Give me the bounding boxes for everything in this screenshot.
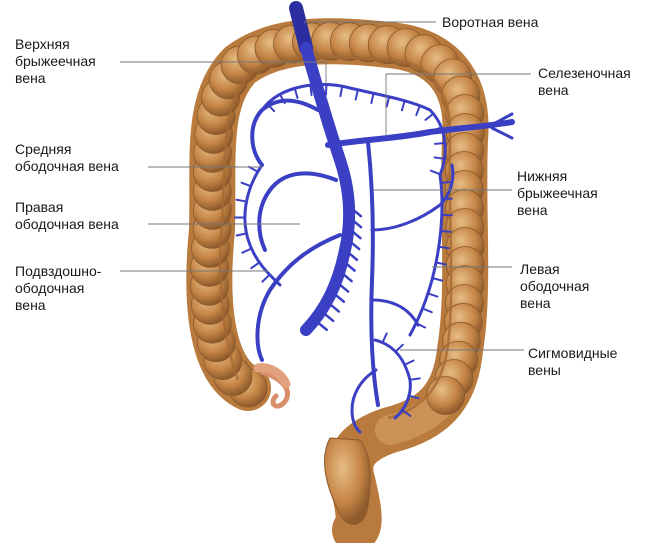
marginal-twig [248, 165, 259, 173]
inferior-mesenteric-vein [366, 140, 380, 407]
label-left-colic-vein: Левая ободочная вена [520, 261, 590, 311]
ileal-branch [347, 215, 363, 229]
marginal-twig [426, 292, 439, 298]
marginal-twigs [233, 83, 453, 417]
label-inferior-mesenteric-vein: Нижняя брыжеечная вена [517, 168, 598, 218]
label-sigmoid-veins: Сигмовидные вены [528, 345, 618, 378]
marginal-twig [266, 102, 276, 113]
leader-splenic [385, 73, 531, 136]
ileal-branch [334, 280, 350, 293]
label-superior-mesenteric-vein: Верхняя брыжеечная вена [15, 36, 96, 86]
colon-taenia [219, 55, 453, 420]
marginal-twig [278, 93, 286, 105]
ileal-branches [313, 204, 363, 332]
marginal-twig [370, 92, 375, 105]
marginal-twig [394, 343, 404, 353]
marginal-twig [235, 198, 248, 203]
marginal-twig [309, 84, 313, 97]
marginal-twig [430, 126, 443, 133]
marginal-twig [439, 229, 452, 233]
ileal-branch [347, 204, 363, 218]
ileum-stub [253, 363, 291, 389]
marginal-twig [415, 322, 427, 329]
marginal-twig [421, 307, 433, 314]
label-ileocolic-vein: Подвздошно- ободочная вена [15, 263, 102, 313]
superior-mesenteric-vein [300, 42, 356, 336]
marginal-twig [437, 245, 450, 250]
label-right-colic-vein: Правая ободочная вена [15, 199, 119, 232]
ileocolic-vein [255, 233, 342, 362]
sigmoid-vein-3 [350, 368, 378, 434]
label-middle-colic-vein: Средняя ободочная вена [15, 141, 119, 174]
marginal-twig [293, 87, 299, 99]
marginal-twig [381, 332, 388, 344]
ileal-branch [325, 300, 341, 313]
middle-colic-arcade [260, 82, 447, 177]
marginal-twig [433, 156, 446, 160]
marginal-twig [429, 169, 442, 176]
marginal-twig [261, 273, 271, 283]
ileal-branch [345, 237, 361, 251]
marginal-twig [339, 85, 344, 98]
marginal-twig [354, 88, 359, 101]
marginal-twig [431, 277, 444, 282]
leader-superior-mesenteric [120, 61, 327, 84]
ileal-branch [319, 309, 335, 323]
colon [186, 18, 489, 543]
left-colic-arcade [408, 173, 444, 337]
splenic-branch-b [490, 126, 514, 140]
marginal-twig [400, 99, 406, 112]
ileal-branch [338, 269, 353, 283]
ileal-branch [313, 318, 329, 332]
label-splenic-vein: Селезеночная вена [538, 65, 631, 98]
colon-haustra [189, 21, 485, 415]
rectum [324, 437, 371, 525]
marginal-twig [240, 181, 252, 188]
ileal-branch [343, 248, 359, 262]
ileal-branch [347, 226, 362, 240]
marginal-twig [250, 261, 261, 270]
portal-vein [289, 1, 313, 55]
marginal-twig [415, 104, 421, 116]
marginal-twig [433, 141, 446, 145]
appendix [259, 369, 290, 409]
marginal-twig [424, 112, 435, 121]
label-portal-vein: Воротная вена [442, 14, 539, 30]
splenic-branch-a [488, 112, 514, 128]
left-colic-vein [370, 163, 455, 232]
right-colic-vein [257, 171, 338, 252]
leader-lines [120, 21, 531, 351]
ileal-branch [341, 259, 356, 272]
marginal-twig [439, 180, 452, 184]
sigmoid-vein-1 [371, 298, 420, 327]
marginal-twig [435, 261, 447, 266]
marginal-twig [235, 232, 248, 237]
haustrum [426, 376, 466, 415]
marginal-twig [241, 247, 253, 254]
marginal-twig [403, 359, 415, 366]
marginal-twig [407, 394, 420, 400]
marginal-twig [401, 409, 412, 417]
marginal-twig [385, 95, 391, 108]
marginal-twig [408, 377, 421, 381]
ileal-branch [330, 290, 346, 303]
vein-tree [233, 1, 515, 434]
